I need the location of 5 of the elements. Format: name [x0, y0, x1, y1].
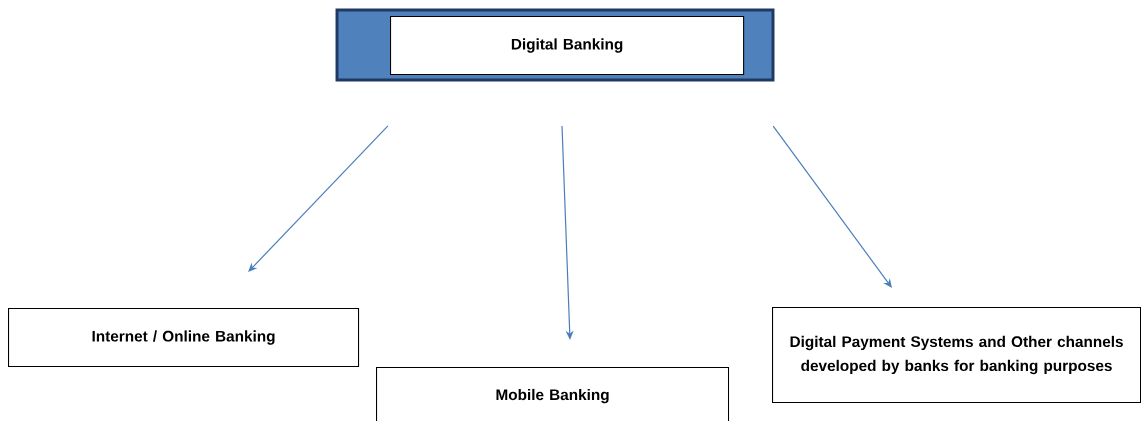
title-box: Digital Banking	[335, 8, 775, 82]
text-box: Mobile Banking	[376, 367, 730, 421]
text-box: Digital Payment Systems and Other channels developed by banks for banking purposes	[772, 307, 1141, 403]
text-box: Internet / Online Banking	[8, 308, 360, 368]
arrow	[561, 125, 574, 340]
